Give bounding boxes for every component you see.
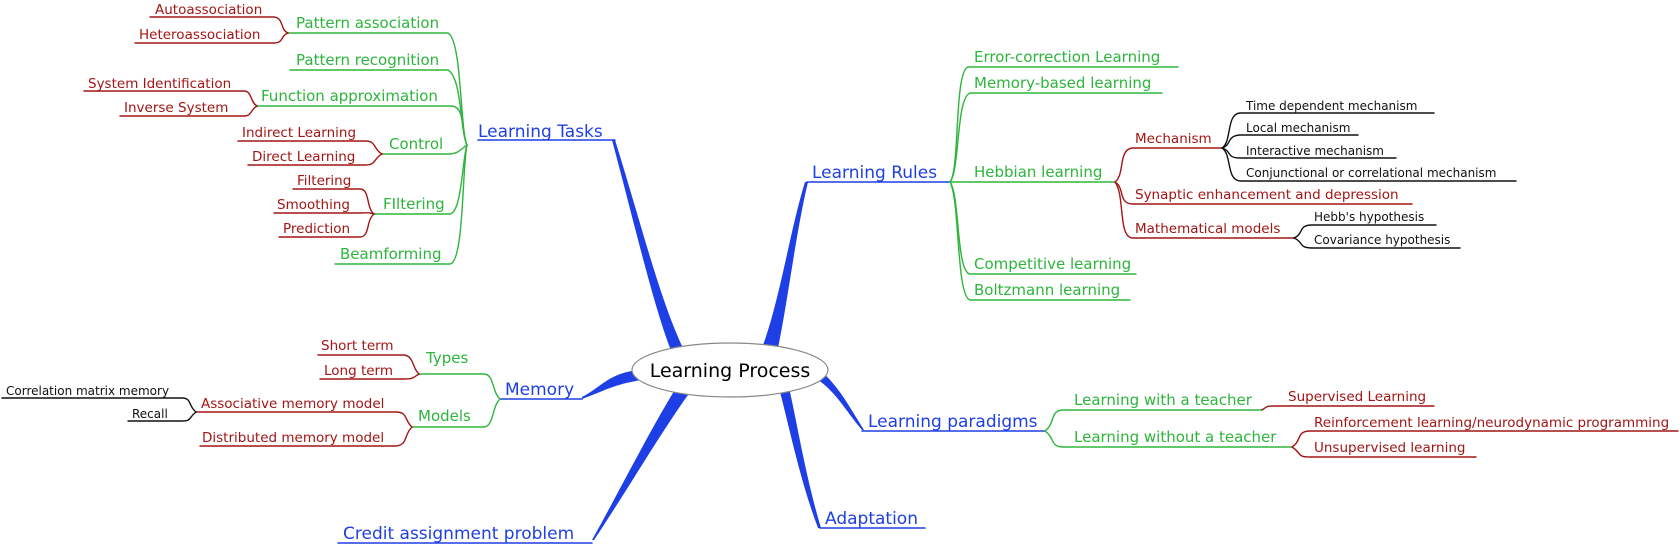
smoothing-label[interactable]: Smoothing: [277, 197, 350, 213]
filtering-label[interactable]: Filtering: [297, 173, 351, 189]
branch-learning-paradigms: Learning paradigms Learning with a teach…: [868, 389, 1679, 458]
mechanism-label[interactable]: Mechanism: [1135, 131, 1212, 147]
mechanism-connectors: [1221, 112, 1517, 249]
connector-learning-rules: [762, 182, 808, 348]
memory-leaf-connectors: [195, 354, 420, 447]
time-dependent-mechanism-label[interactable]: Time dependent mechanism: [1245, 99, 1417, 113]
associative-connectors: [1, 397, 197, 422]
control-label[interactable]: Control: [389, 135, 443, 153]
learning-rules-connectors: [949, 66, 1179, 301]
learning-rules-label[interactable]: Learning Rules: [812, 163, 937, 183]
direct-learning-label[interactable]: Direct Learning: [252, 149, 355, 165]
beamforming-label[interactable]: Beamforming: [340, 245, 442, 263]
connector-adaptation: [780, 392, 821, 528]
distributed-memory-model-label[interactable]: Distributed memory model: [202, 430, 384, 446]
synaptic-label[interactable]: Synaptic enhancement and depression: [1135, 187, 1399, 203]
main-branch-connectors: [582, 140, 864, 540]
associative-memory-model-label[interactable]: Associative memory model: [201, 396, 384, 412]
learning-tasks-label[interactable]: Learning Tasks: [478, 122, 603, 142]
heteroassociation-label[interactable]: Heteroassociation: [139, 27, 260, 43]
adaptation-label[interactable]: Adaptation: [825, 509, 918, 529]
autoassociation-label[interactable]: Autoassociation: [155, 2, 262, 18]
interactive-mechanism-label[interactable]: Interactive mechanism: [1246, 144, 1384, 158]
long-term-label[interactable]: Long term: [324, 363, 393, 379]
system-identification-label[interactable]: System Identification: [88, 76, 231, 92]
pattern-association-label[interactable]: Pattern association: [296, 14, 439, 32]
root-label: Learning Process: [650, 360, 811, 382]
local-mechanism-label[interactable]: Local mechanism: [1246, 121, 1350, 135]
unsupervised-learning-label[interactable]: Unsupervised learning: [1314, 440, 1465, 456]
correlation-matrix-memory-label[interactable]: Correlation matrix memory: [6, 384, 169, 398]
branch-learning-rules: Learning Rules Error-correction Learning…: [812, 48, 1517, 301]
root-ellipse: [631, 342, 829, 398]
conjunctional-mechanism-label[interactable]: Conjunctional or correlational mechanism: [1246, 166, 1496, 180]
memory-based-label[interactable]: Memory-based learning: [974, 74, 1151, 92]
connector-credit: [592, 388, 690, 540]
inverse-system-label[interactable]: Inverse System: [124, 100, 228, 116]
connector-memory: [582, 370, 642, 399]
learning-paradigms-label[interactable]: Learning paradigms: [868, 412, 1038, 432]
pattern-recognition-label[interactable]: Pattern recognition: [296, 51, 439, 69]
without-teacher-label[interactable]: Learning without a teacher: [1074, 428, 1277, 446]
branch-credit-assignment: Credit assignment problem: [343, 524, 574, 544]
function-approximation-label[interactable]: Function approximation: [261, 87, 438, 105]
main-underlines: [337, 139, 1046, 544]
error-correction-label[interactable]: Error-correction Learning: [974, 48, 1160, 66]
supervised-learning-label[interactable]: Supervised Learning: [1288, 389, 1426, 405]
memory-connectors: [411, 373, 501, 428]
hebbs-hypothesis-label[interactable]: Hebb's hypothesis: [1314, 210, 1424, 224]
root-node[interactable]: Learning Process: [631, 342, 829, 398]
branch-learning-tasks: Learning Tasks Pattern association Patte…: [83, 2, 603, 265]
connector-paradigms: [815, 372, 864, 430]
paradigms-leaf-connectors: [1261, 405, 1679, 458]
covariance-hypothesis-label[interactable]: Covariance hypothesis: [1314, 233, 1450, 247]
memory-label[interactable]: Memory: [505, 380, 574, 400]
connector-learning-tasks: [612, 140, 683, 348]
paradigms-connectors: [1044, 409, 1293, 448]
reinforcement-learning-label[interactable]: Reinforcement learning/neurodynamic prog…: [1314, 415, 1669, 431]
learning-tasks-connectors: [256, 32, 468, 265]
filtering-group-label[interactable]: FIltering: [383, 195, 445, 213]
types-label[interactable]: Types: [425, 349, 468, 367]
hebbian-label[interactable]: Hebbian learning: [974, 163, 1102, 181]
mathematical-models-label[interactable]: Mathematical models: [1135, 221, 1280, 237]
learning-tasks-leaf-connectors: [83, 16, 383, 238]
boltzmann-label[interactable]: Boltzmann learning: [974, 281, 1120, 299]
short-term-label[interactable]: Short term: [321, 338, 394, 354]
credit-assignment-label[interactable]: Credit assignment problem: [343, 524, 574, 544]
prediction-label[interactable]: Prediction: [283, 221, 350, 237]
with-teacher-label[interactable]: Learning with a teacher: [1074, 391, 1253, 409]
indirect-learning-label[interactable]: Indirect Learning: [242, 125, 356, 141]
models-label[interactable]: Models: [418, 407, 471, 425]
branch-memory: Memory Types Models Short term Long term…: [1, 338, 574, 447]
competitive-label[interactable]: Competitive learning: [974, 255, 1131, 273]
hebbian-connectors: [1114, 147, 1413, 239]
recall-label[interactable]: Recall: [132, 407, 168, 421]
branch-adaptation: Adaptation: [825, 509, 918, 529]
